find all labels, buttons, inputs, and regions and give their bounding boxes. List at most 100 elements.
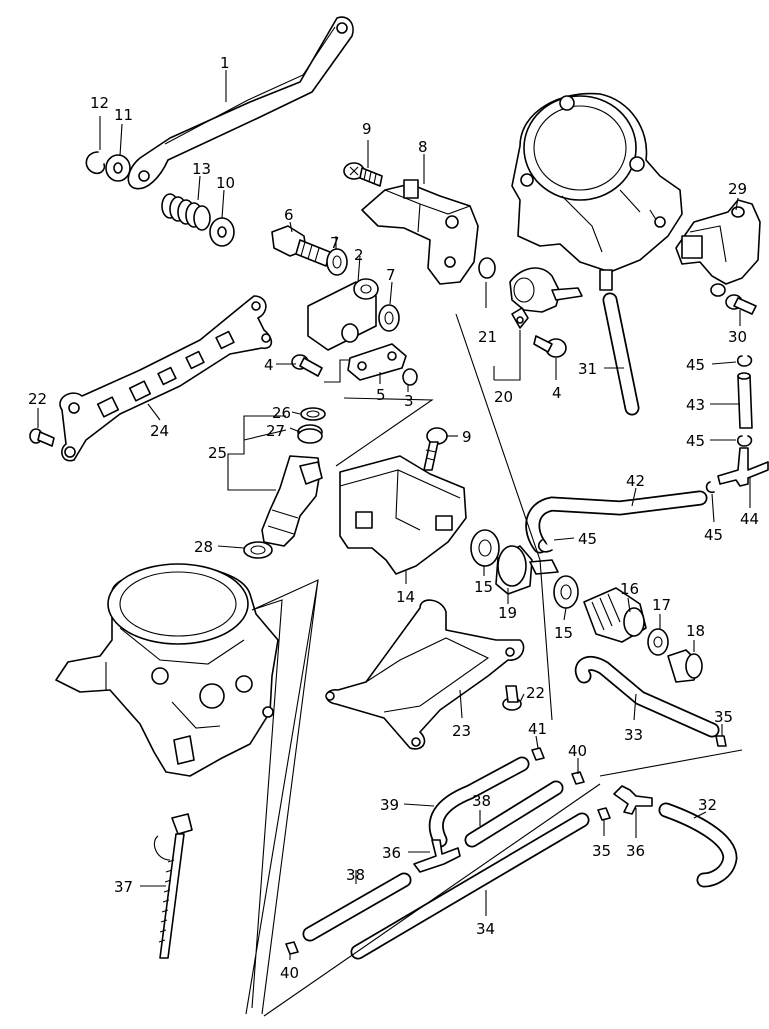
- callout-12: 12: [90, 94, 109, 112]
- callout-7: 7: [330, 234, 340, 252]
- part-45-clip: [736, 355, 753, 367]
- part-1-link-arm: [127, 16, 354, 190]
- part-45-clip-d: [537, 539, 553, 553]
- part-25-injector: [261, 455, 323, 547]
- part-9-screw: [343, 162, 383, 187]
- part-36-tee: [413, 839, 461, 873]
- part-41-cap: [531, 747, 545, 761]
- part-43-hose: [737, 372, 753, 429]
- part-40-cap-b: [285, 941, 299, 955]
- callout-40b: 40: [280, 964, 299, 982]
- part-37-cable-tie: [153, 813, 193, 959]
- part-38-hose-b: [302, 872, 412, 942]
- part-15-washer-b: [553, 575, 579, 609]
- callout-11: 11: [114, 106, 133, 124]
- callout-7b: 7: [386, 266, 396, 284]
- callout-39: 39: [380, 796, 399, 814]
- part-44-tee: [717, 447, 769, 487]
- part-35-cap-b: [597, 807, 611, 821]
- callout-5: 5: [376, 386, 386, 404]
- callout-44: 44: [740, 510, 759, 528]
- callout-29: 29: [728, 180, 747, 198]
- part-7-washer: [326, 248, 348, 276]
- callout-40: 40: [568, 742, 587, 760]
- callout-15: 15: [474, 578, 493, 596]
- part-45-clip-b: [736, 435, 753, 447]
- callout-4b: 4: [552, 384, 562, 402]
- part-32-hose: [658, 802, 738, 888]
- part-36-tee-b: [613, 785, 653, 815]
- callout-30: 30: [728, 328, 747, 346]
- part-23-bracket: [325, 599, 525, 750]
- part-34-hose: [350, 812, 590, 960]
- part-39-hose: [428, 756, 530, 848]
- callout-27: 27: [266, 422, 285, 440]
- part-4-bolt: [291, 354, 323, 377]
- callout-31: 31: [578, 360, 597, 378]
- part-9-screw-b: [423, 427, 448, 471]
- callout-43: 43: [686, 396, 705, 414]
- callout-42: 42: [626, 472, 645, 490]
- throttle-body-upper: [511, 92, 683, 291]
- callout-35b: 35: [592, 842, 611, 860]
- part-35-cap: [715, 735, 727, 747]
- part-7-washer-b: [378, 304, 400, 332]
- part-29-sensor: [675, 199, 761, 297]
- part-8-bracket: [361, 179, 479, 285]
- callout-38b: 38: [346, 866, 365, 884]
- part-38-hose: [464, 780, 564, 848]
- callout-45: 45: [686, 356, 705, 374]
- callout-38: 38: [472, 792, 491, 810]
- callout-25: 25: [208, 444, 227, 462]
- callout-35: 35: [714, 708, 733, 726]
- callout-45b: 45: [686, 432, 705, 450]
- callout-20: 20: [494, 388, 513, 406]
- callout-14: 14: [396, 588, 415, 606]
- callout-34: 34: [476, 920, 495, 938]
- part-30-screw: [725, 294, 757, 315]
- part-15-washer: [470, 529, 500, 567]
- callout-2: 2: [354, 246, 364, 264]
- part-40-cap: [571, 771, 585, 785]
- part-26-o-ring: [300, 407, 326, 421]
- leader-lines: [37, 70, 751, 960]
- callout-1: 1: [220, 54, 230, 72]
- callout-9b: 9: [462, 428, 472, 446]
- part-4-bolt-b: [533, 335, 567, 358]
- callout-45c: 45: [704, 526, 723, 544]
- part-12-circlip: [85, 151, 106, 175]
- callout-41: 41: [528, 720, 547, 738]
- callout-19: 19: [498, 604, 517, 622]
- part-27-seal: [297, 424, 323, 444]
- part-22-bolt: [29, 428, 55, 447]
- callout-18: 18: [686, 622, 705, 640]
- part-20-pressure-regulator: [509, 267, 583, 329]
- callout-32: 32: [698, 796, 717, 814]
- callout-37: 37: [114, 878, 133, 896]
- callout-33: 33: [624, 726, 643, 744]
- callout-13: 13: [192, 160, 211, 178]
- assembly-lines: [245, 313, 743, 1017]
- part-16-screw: [583, 587, 647, 643]
- part-18-bolt: [667, 649, 703, 683]
- part-33-hose: [574, 656, 720, 738]
- callout-36: 36: [382, 844, 401, 862]
- callout-22: 22: [28, 390, 47, 408]
- part-10-washer: [209, 217, 235, 247]
- callout-23: 23: [452, 722, 471, 740]
- part-21-o-ring: [478, 257, 496, 279]
- part-42-hose: [525, 490, 708, 554]
- callout-24: 24: [150, 422, 169, 440]
- callout-17: 17: [652, 596, 671, 614]
- part-28-seal: [243, 541, 273, 559]
- callout-36b: 36: [626, 842, 645, 860]
- callout-15b: 15: [554, 624, 573, 642]
- callout-10: 10: [216, 174, 235, 192]
- callout-3: 3: [404, 392, 414, 410]
- callout-16: 16: [620, 580, 639, 598]
- callout-26: 26: [272, 404, 291, 422]
- callout-labels: 1 12 11 13 10 9 8 29 6 7 2 7 21 30 4 5 3…: [28, 54, 759, 982]
- part-22-bolt-b: [502, 685, 522, 711]
- callout-8: 8: [418, 138, 428, 156]
